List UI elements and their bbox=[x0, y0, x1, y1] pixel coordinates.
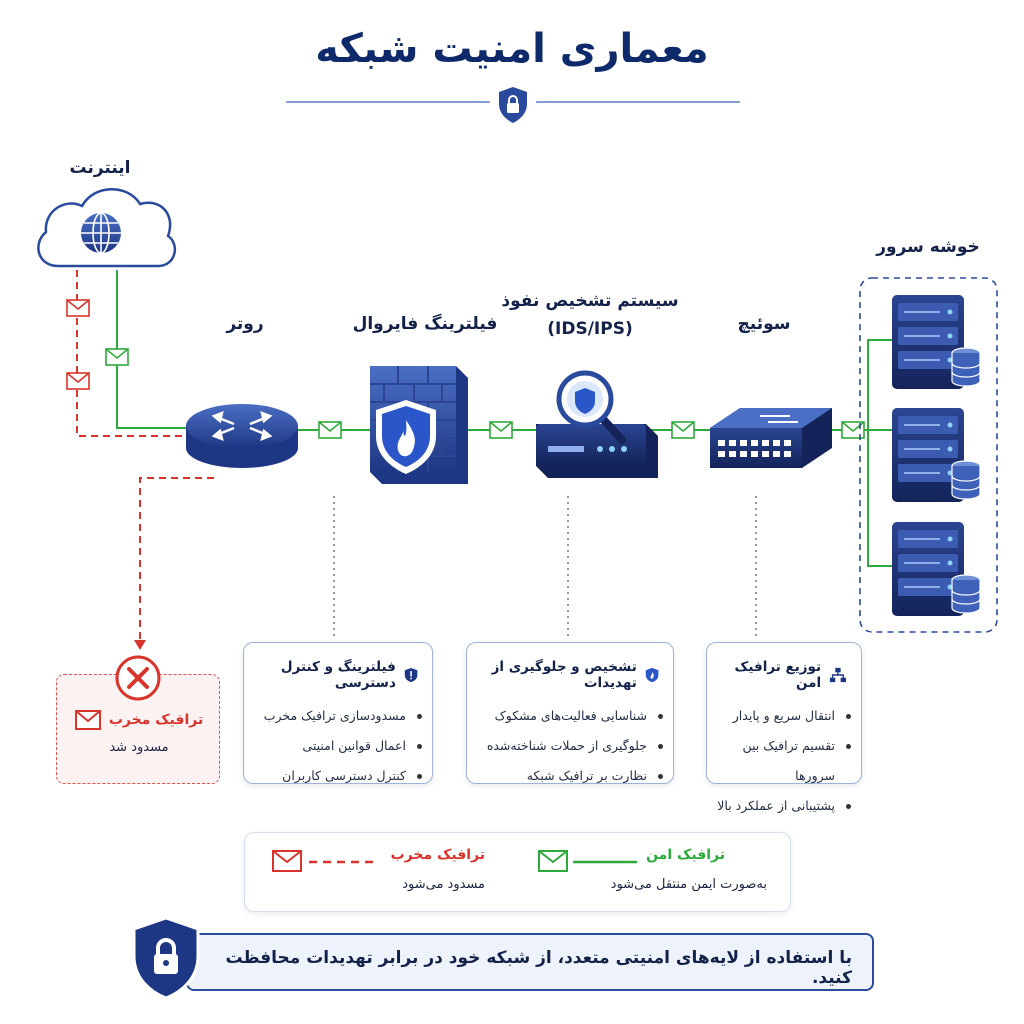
blocked-title: ترافیک مخرب bbox=[108, 712, 204, 728]
blocked-title-row: ترافیک مخرب bbox=[66, 710, 212, 730]
ids-label: سیستم تشخیص نفوذ bbox=[501, 291, 679, 311]
network-tree-icon bbox=[830, 667, 847, 683]
banner-shield-badge bbox=[130, 916, 202, 1000]
card-item: کنترل دسترسی کاربران bbox=[244, 761, 422, 791]
shield-icon bbox=[645, 667, 659, 683]
card-item: انتقال سریع و پایدار bbox=[707, 701, 851, 731]
server-icon bbox=[891, 407, 981, 503]
lock-icon bbox=[507, 95, 519, 113]
shield-exclamation-icon bbox=[404, 667, 418, 683]
server-cluster-box bbox=[859, 277, 998, 633]
card-item: نظارت بر ترافیک شبکه bbox=[467, 761, 663, 791]
firewall-icon bbox=[370, 366, 468, 484]
server-cluster-label: خوشه سرور bbox=[876, 237, 980, 257]
footer-banner bbox=[186, 933, 874, 991]
magnifier-icon bbox=[556, 370, 626, 444]
ids-info-card: تشخیص و جلوگیری از تهدیدات شناسایی فعالی… bbox=[466, 642, 674, 784]
legend-dashed-line bbox=[309, 860, 373, 864]
blocked-status: مسدود شد bbox=[109, 740, 169, 755]
internet-label: اینترنت bbox=[69, 158, 131, 178]
card-title: تشخیص و جلوگیری از تهدیدات bbox=[491, 659, 637, 691]
card-item: پشتیبانی از عملکرد بالا bbox=[707, 791, 851, 821]
legend-good-title: ترافیک امن bbox=[646, 847, 725, 863]
switch-label: سوئیچ bbox=[737, 314, 791, 334]
ids-label-abbrev: (IDS/IPS) bbox=[547, 319, 633, 339]
legend-bad-desc: مسدود می‌شود bbox=[402, 877, 485, 892]
bad-line-blocked bbox=[139, 477, 214, 646]
server-icon bbox=[891, 294, 981, 390]
firewall-info-card: فیلترینگ و کنترل دسترسی مسدودسازی ترافیک… bbox=[243, 642, 433, 784]
green-envelope-icon bbox=[538, 850, 568, 872]
ids-device-icon bbox=[536, 424, 658, 478]
lock-icon bbox=[154, 938, 178, 974]
router-icon bbox=[186, 404, 298, 468]
red-envelope-icon bbox=[74, 710, 101, 730]
legend: ترافیک مخرب مسدود می‌شود ترافیک امن به‌ص… bbox=[244, 832, 791, 912]
router-label: روتر bbox=[226, 314, 264, 334]
card-item: جلوگیری از حملات شناخته‌شده bbox=[467, 731, 663, 761]
red-envelope-icon bbox=[272, 850, 302, 872]
server-icon bbox=[891, 521, 981, 617]
page-title: معماری امنیت شبکه bbox=[315, 26, 709, 72]
card-item: تقسیم ترافیک بین سرورها bbox=[707, 731, 851, 791]
switch-icon bbox=[710, 408, 832, 468]
legend-solid-line bbox=[573, 860, 637, 864]
banner-text: با استفاده از لایه‌های امنیتی متعدد، از … bbox=[225, 948, 852, 988]
card-item: اعمال قوانین امنیتی bbox=[244, 731, 422, 761]
legend-good-desc: به‌صورت ایمن منتقل می‌شود bbox=[610, 877, 767, 892]
blocked-x-icon bbox=[114, 654, 162, 702]
card-item: مسدودسازی ترافیک مخرب bbox=[244, 701, 422, 731]
firewall-label: فیلترینگ فایروال bbox=[352, 314, 498, 334]
safe-line-internet bbox=[116, 270, 188, 429]
legend-bad-title: ترافیک مخرب bbox=[390, 847, 485, 863]
title-lock-badge bbox=[497, 86, 529, 124]
switch-info-card: توزیع ترافیک امن انتقال سریع و پایدار تق… bbox=[706, 642, 862, 813]
card-title: فیلترینگ و کنترل دسترسی bbox=[280, 659, 396, 691]
globe-icon bbox=[81, 212, 121, 254]
card-item: شناسایی فعالیت‌های مشکوک bbox=[467, 701, 663, 731]
bad-line-internet bbox=[76, 270, 188, 437]
card-title: توزیع ترافیک امن bbox=[734, 659, 822, 691]
